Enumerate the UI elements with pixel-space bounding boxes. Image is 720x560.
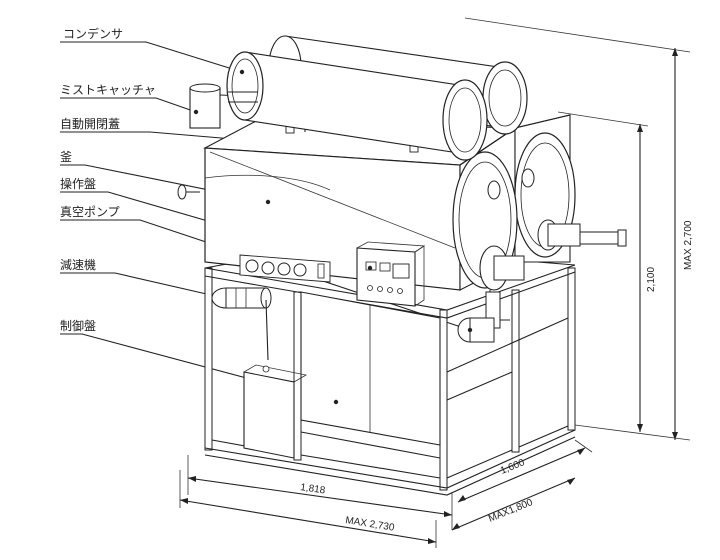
small-box [243, 364, 308, 459]
dim-depth: 1,600 [499, 457, 527, 477]
dim-max-depth: MAX1,800 [487, 497, 535, 525]
leader-condenser [60, 41, 243, 73]
label-condenser: コンデンサ [63, 26, 123, 41]
label-control-panel: 制御盤 [60, 318, 96, 333]
reducer-motor [211, 287, 272, 361]
label-reducer: 減速機 [60, 257, 96, 272]
vacuum-pump [457, 317, 495, 343]
label-operation-panel: 操作盤 [60, 176, 96, 191]
operation-panel [356, 241, 426, 307]
condenser [226, 35, 528, 161]
label-auto-lid: 自動開閉蓋 [60, 117, 120, 131]
gauge-row [239, 254, 331, 283]
dim-width: 1,818 [300, 482, 327, 496]
leader-mist-catcher [60, 97, 197, 113]
leader-auto-lid [60, 131, 246, 141]
dim-max-height: MAX 2,700 [683, 220, 694, 270]
mist-catcher [177, 83, 259, 200]
leader-reducer [60, 272, 225, 299]
control-cabinet [300, 291, 441, 446]
height-dimensions: MAX 2,700 2,100 [464, 17, 694, 441]
label-vacuum-pump: 真空ポンプ [60, 205, 120, 219]
callout-labels: コンデンサ ミストキャッチャ 自動開閉蓋 釜 操作盤 真空ポンプ 減速機 制御盤 [60, 26, 156, 333]
label-kettle: 釜 [60, 149, 72, 164]
label-mist-catcher: ミストキャッチャ [60, 83, 156, 97]
dim-height: 2,100 [646, 267, 657, 292]
rear-unit [459, 114, 627, 263]
footprint-dimensions: 1,818 MAX 2,730 1,600 MAX1,800 [179, 439, 593, 548]
kettle-end-disc [452, 151, 525, 329]
